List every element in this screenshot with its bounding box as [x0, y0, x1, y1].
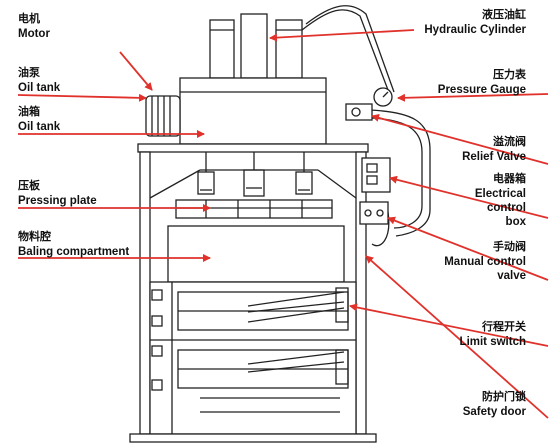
label-electrical-en3: box [506, 216, 527, 228]
label-pressing-zh: 压板 [18, 178, 41, 192]
manual-valve-drawing [359, 201, 389, 225]
pressing-plate-drawing [175, 199, 333, 219]
label-manual-en1: Manual control [444, 256, 526, 268]
limit-switch-drawing [247, 287, 349, 385]
label-limit-switch: 行程开关 Limit switch [460, 319, 526, 348]
pressure-gauge-drawing [373, 87, 393, 107]
label-oil-tank-zh: 油箱 [18, 104, 40, 118]
label-manual-zh: 手动阀 [493, 239, 526, 253]
baler-machine-drawing [129, 5, 431, 443]
motor-drawing [145, 95, 181, 137]
electrical-box-drawing [361, 157, 391, 193]
pistons-drawing [197, 152, 313, 197]
label-pressure-gauge: 压力表 Pressure Gauge [438, 67, 527, 96]
label-safety-en: Safety door [463, 406, 527, 418]
label-oil-pump: 油泵 Oil tank [18, 65, 61, 94]
label-electrical-box: 电器箱 Electrical control box [475, 171, 527, 228]
arrow-safety [365, 255, 549, 419]
label-electrical-zh: 电器箱 [493, 171, 526, 185]
label-gauge-en: Pressure Gauge [438, 84, 526, 96]
door-hinges-drawing [151, 289, 163, 391]
label-electrical-en1: Electrical [475, 188, 526, 200]
arrow-oil-pump [17, 93, 147, 102]
label-oil-tank: 油箱 Oil tank [18, 104, 61, 133]
baling-compartment-drawing [149, 225, 357, 435]
arrow-gauge [397, 93, 549, 102]
relief-valve-drawing [345, 103, 373, 121]
label-pressing-en: Pressing plate [18, 195, 97, 207]
label-gauge-zh: 压力表 [493, 67, 527, 81]
label-manual-valve: 手动阀 Manual control valve [444, 239, 526, 282]
arrow-relief [371, 113, 549, 165]
label-oil-pump-en: Oil tank [18, 82, 61, 94]
label-oil-pump-zh: 油泵 [18, 65, 40, 79]
label-manual-en2: valve [497, 270, 526, 282]
arrow-limit [349, 303, 549, 347]
arrow-manual [387, 216, 549, 281]
label-relief-valve: 溢流阀 Relief Valve [462, 134, 526, 163]
arrow-cylinder [269, 29, 415, 42]
label-motor-zh: 电机 [18, 11, 40, 25]
arrow-motor [119, 51, 153, 91]
label-motor: 电机 Motor [18, 11, 50, 40]
label-pressing-plate: 压板 Pressing plate [18, 178, 97, 207]
label-safety-door: 防护门锁 Safety door [463, 389, 527, 418]
label-limit-en: Limit switch [460, 336, 526, 348]
label-relief-zh: 溢流阀 [493, 134, 526, 148]
label-cylinder-en: Hydraulic Cylinder [424, 24, 526, 36]
label-hydraulic-cylinder: 液压油缸 Hydraulic Cylinder [424, 7, 526, 36]
label-motor-en: Motor [18, 28, 50, 40]
label-baling-zh: 物料腔 [18, 229, 51, 243]
label-cylinder-zh: 液压油缸 [482, 7, 526, 21]
label-baling-compartment: 物料腔 Baling compartment [18, 229, 129, 258]
arrow-electrical [389, 175, 549, 219]
callout-arrows [17, 29, 549, 419]
label-oil-tank-en: Oil tank [18, 121, 61, 133]
label-safety-zh: 防护门锁 [482, 389, 526, 403]
label-electrical-en2: control [487, 202, 526, 214]
hydraulic-cylinder-drawing [209, 13, 303, 79]
label-baling-en: Baling compartment [18, 246, 129, 258]
label-limit-zh: 行程开关 [481, 319, 526, 333]
label-relief-en: Relief Valve [462, 151, 526, 163]
